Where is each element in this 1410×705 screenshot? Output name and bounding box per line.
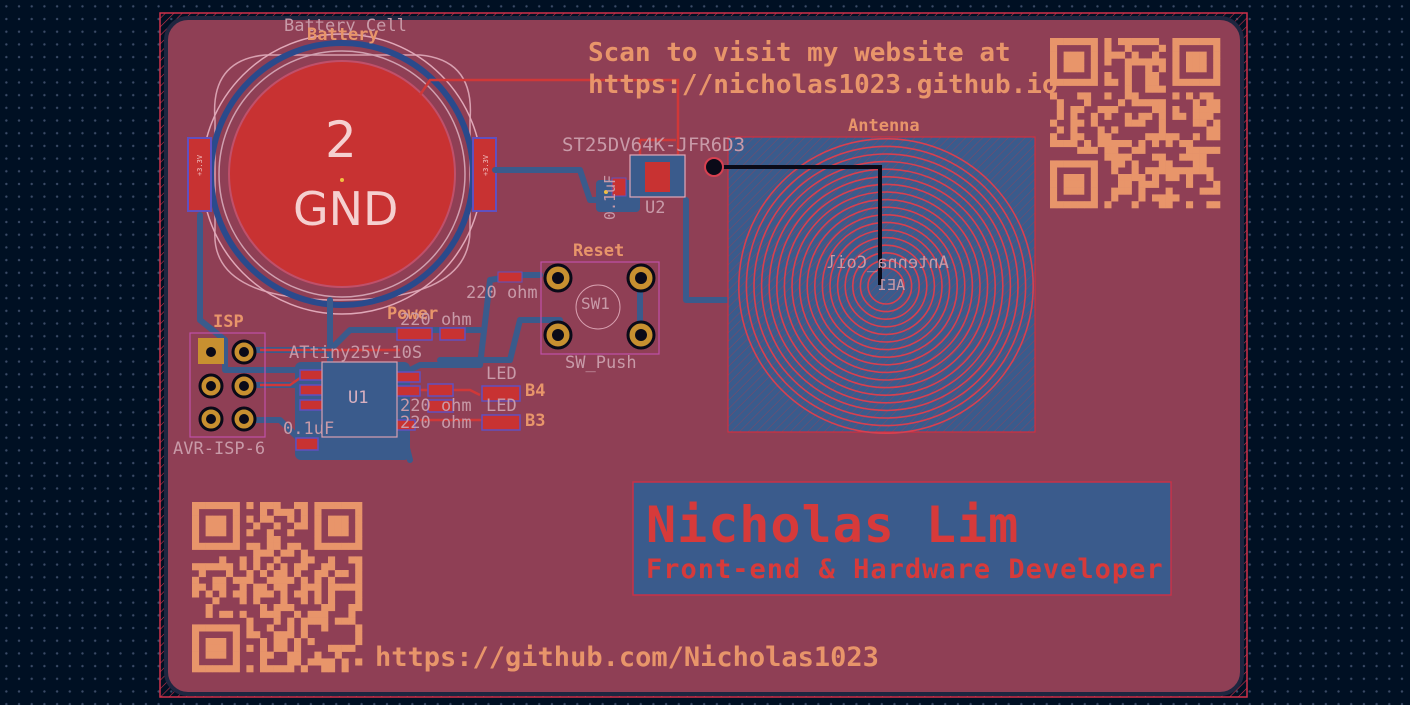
owner-title: Front-end & Hardware Developer [646, 554, 1164, 585]
battery-pad-net: GND [293, 182, 399, 236]
mcu-cap-value: 0.1uF [283, 419, 335, 439]
nfc-ref: U2 [645, 198, 666, 218]
nfc-antenna [704, 136, 1036, 434]
website-prompt-line2: https://nicholas1023.github.io [588, 70, 1058, 100]
mcu-ref: U1 [348, 388, 369, 408]
qr-code-github [192, 502, 363, 673]
power-resistor-value: 220 ohm [400, 310, 472, 330]
led3-label: LED [486, 396, 517, 416]
mcu-u1-body [321, 361, 398, 438]
led4-pin: B4 [525, 381, 546, 401]
qr-code-website [1050, 38, 1221, 209]
name-plate [632, 481, 1172, 596]
led-resistor-1: 220 ohm [400, 396, 472, 416]
battery-ref-label: Battery [307, 25, 379, 45]
battery-pad-right-text: +3.3V [482, 154, 491, 177]
led4-label: LED [486, 364, 517, 384]
top-traces [260, 78, 680, 422]
isp-part: AVR-ISP-6 [173, 439, 266, 459]
reset-part: SW_Push [565, 353, 637, 373]
owner-name: Nicholas Lim [646, 496, 1020, 554]
nfc-cap-value: 0.1uF [601, 174, 620, 221]
reset-resistor-value: 220 ohm [466, 283, 538, 303]
board-edge [159, 12, 1248, 698]
led-resistor-2: 220 ohm [400, 413, 472, 433]
reset-label: Reset [573, 241, 625, 261]
battery-pad-number: 2 [325, 111, 357, 169]
isp-label: ISP [213, 312, 244, 332]
battery-pad-left-text: +3.3V [196, 154, 205, 177]
nfc-part-label: ST25DV64K-JFR6D3 [562, 134, 746, 156]
reset-switch [497, 261, 660, 355]
battery-gnd-pad [228, 60, 456, 288]
antenna-mirrored-label: Antenna_Coil [826, 253, 949, 273]
power-label: Power [387, 304, 439, 324]
antenna-label: Antenna [848, 116, 920, 136]
battery-footprint-label: Battery_Cell [284, 16, 407, 36]
led3-pin: B3 [525, 411, 546, 431]
website-prompt-line1: Scan to visit my website at [588, 38, 1011, 68]
passive-components [295, 327, 521, 451]
battery-pad-left [187, 137, 212, 212]
github-url: https://github.com/Nicholas1023 [375, 642, 879, 673]
battery-holder [187, 33, 497, 315]
mcu-part-label: ATtiny25V-10S [289, 343, 423, 363]
reset-ref: SW1 [581, 294, 610, 313]
antenna-ref: AE1 [878, 276, 906, 294]
isp-header [189, 332, 266, 438]
battery-pad-right [472, 137, 497, 212]
nfc-chip-u2 [596, 154, 686, 212]
